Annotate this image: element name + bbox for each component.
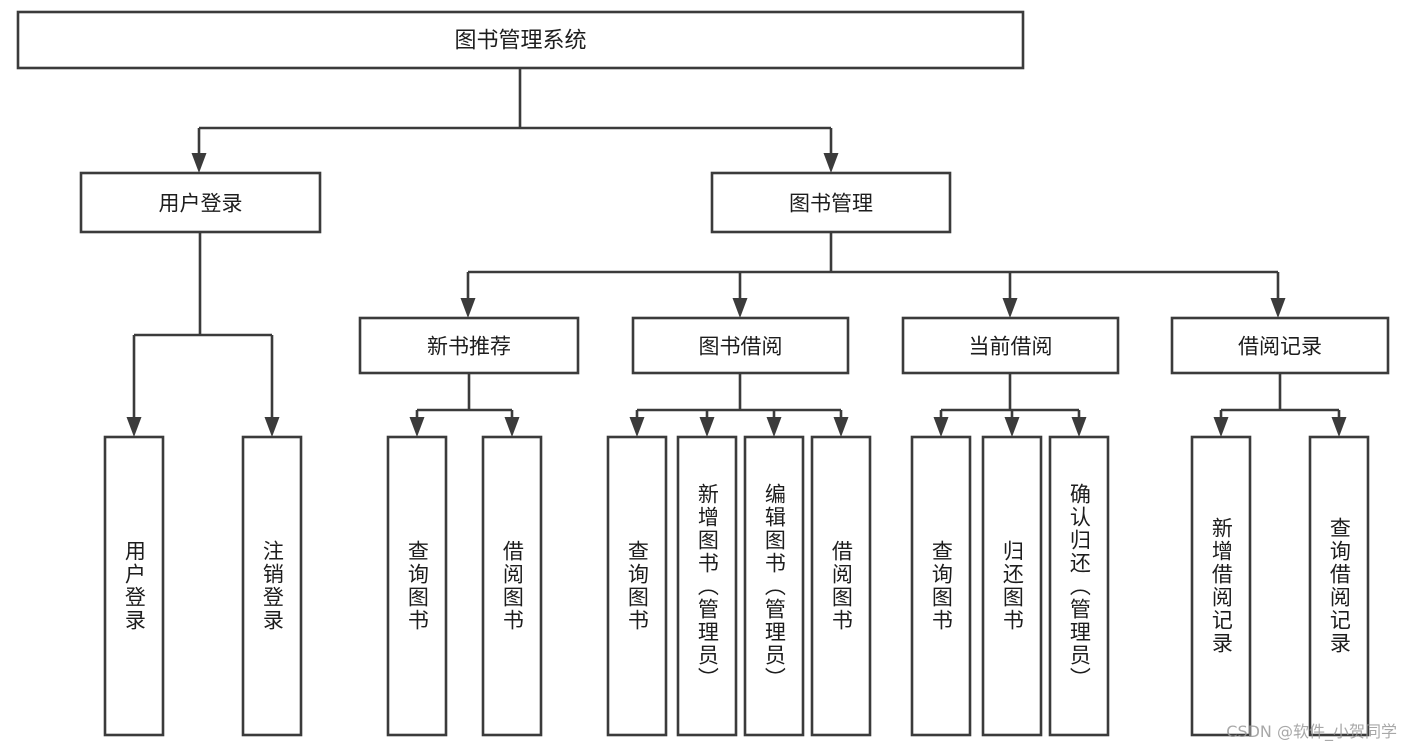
node-box bbox=[1170, 316, 1390, 375]
level3-node-new-book-recommend[interactable]: 新书推荐 bbox=[358, 316, 580, 375]
node-label: 图书借阅 bbox=[699, 335, 783, 359]
node-box bbox=[1308, 435, 1370, 737]
arrow-head-icon bbox=[409, 417, 425, 437]
node-label: 当前借阅 bbox=[969, 335, 1053, 359]
csdn-watermark: CSDN @软件_小贺同学 bbox=[1226, 722, 1397, 741]
leaf-box-leaf-user-login[interactable] bbox=[103, 435, 165, 737]
arrow-head-icon bbox=[933, 417, 949, 437]
level2-node-book-manage[interactable]: 图书管理 bbox=[710, 171, 952, 234]
node-box bbox=[481, 435, 543, 737]
node-box bbox=[981, 435, 1043, 737]
arrow-head-icon bbox=[1331, 417, 1347, 437]
leaf-box-leaf-edit-book[interactable] bbox=[743, 435, 805, 737]
root-node-book-management-system[interactable]: 图书管理系统 bbox=[16, 10, 1025, 70]
node-label: 借阅记录 bbox=[1238, 335, 1322, 359]
arrow-head-icon bbox=[1270, 298, 1286, 318]
node-box bbox=[241, 435, 303, 737]
node-box bbox=[103, 435, 165, 737]
leaf-box-leaf-confirm-return[interactable] bbox=[1048, 435, 1110, 737]
arrow-head-icon bbox=[823, 153, 839, 173]
arrow-head-icon bbox=[1071, 417, 1087, 437]
level3-node-current-borrow[interactable]: 当前借阅 bbox=[901, 316, 1120, 375]
leaf-box-leaf-query-book-cur[interactable] bbox=[910, 435, 972, 737]
node-label: 图书管理系统 bbox=[454, 29, 586, 54]
arrow-head-icon bbox=[126, 417, 142, 437]
node-label: 用户登录 bbox=[159, 192, 243, 216]
node-box bbox=[1048, 435, 1110, 737]
node-box bbox=[631, 316, 850, 375]
node-box bbox=[386, 435, 448, 737]
arrow-head-icon bbox=[1002, 298, 1018, 318]
leaf-box-leaf-logout[interactable] bbox=[241, 435, 303, 737]
node-label: 图书管理 bbox=[789, 192, 873, 216]
arrow-head-icon bbox=[264, 417, 280, 437]
node-label: 新书推荐 bbox=[427, 335, 511, 359]
node-box bbox=[743, 435, 805, 737]
arrow-head-icon bbox=[833, 417, 849, 437]
leaf-box-leaf-add-book[interactable] bbox=[676, 435, 738, 737]
leaf-box-leaf-borrow-book[interactable] bbox=[810, 435, 872, 737]
level3-node-book-borrow[interactable]: 图书借阅 bbox=[631, 316, 850, 375]
leaf-box-leaf-query-book-borrow[interactable] bbox=[606, 435, 668, 737]
node-box bbox=[79, 171, 322, 234]
arrow-head-icon bbox=[699, 417, 715, 437]
arrow-head-icon bbox=[766, 417, 782, 437]
leaf-box-leaf-query-book-rec[interactable] bbox=[386, 435, 448, 737]
arrow-head-icon bbox=[1004, 417, 1020, 437]
leaf-box-leaf-query-record[interactable] bbox=[1308, 435, 1370, 737]
arrow-head-icon bbox=[460, 298, 476, 318]
arrow-head-icon bbox=[504, 417, 520, 437]
arrow-head-icon bbox=[191, 153, 207, 173]
arrow-head-icon bbox=[629, 417, 645, 437]
leaf-box-leaf-add-record[interactable] bbox=[1190, 435, 1252, 737]
node-box bbox=[358, 316, 580, 375]
node-box bbox=[606, 435, 668, 737]
level3-node-borrow-record[interactable]: 借阅记录 bbox=[1170, 316, 1390, 375]
node-box bbox=[710, 171, 952, 234]
node-box bbox=[810, 435, 872, 737]
level2-node-user-login[interactable]: 用户登录 bbox=[79, 171, 322, 234]
node-box bbox=[676, 435, 738, 737]
node-box bbox=[910, 435, 972, 737]
arrow-head-icon bbox=[1213, 417, 1229, 437]
arrow-head-icon bbox=[732, 298, 748, 318]
node-box bbox=[901, 316, 1120, 375]
leaf-box-leaf-return-book[interactable] bbox=[981, 435, 1043, 737]
node-box bbox=[16, 10, 1025, 70]
node-box bbox=[1190, 435, 1252, 737]
leaf-box-leaf-borrow-book-rec[interactable] bbox=[481, 435, 543, 737]
